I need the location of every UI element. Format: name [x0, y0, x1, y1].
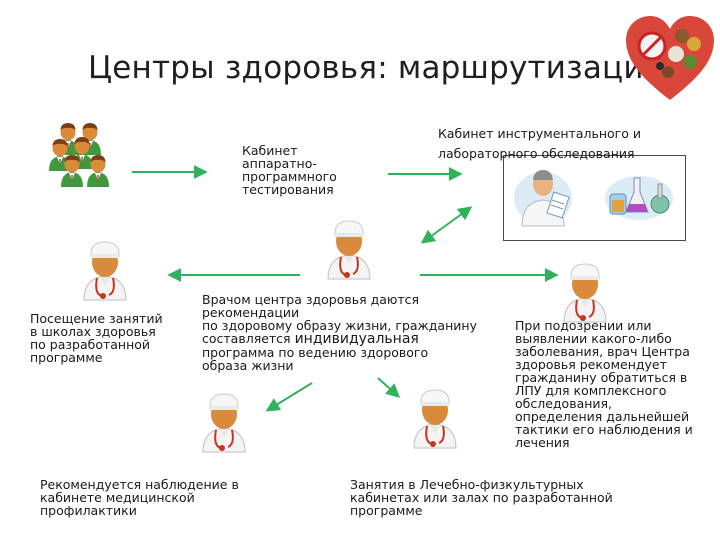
cabinet-testing-label: Кабинет аппаратно- программного тестиров…: [242, 143, 337, 197]
slide-title: Центры здоровья: маршрутизация: [88, 50, 663, 86]
lab-doctor-icon: [514, 170, 572, 227]
lab-flasks-icon: [605, 176, 673, 220]
lfk-label: Занятия в Лечебно-физкультурных кабинета…: [350, 477, 613, 518]
suspicion-label: При подозрении или выявлении какого-либо…: [515, 318, 693, 450]
lab-cabinet-box: [503, 155, 686, 241]
arrow-to-lfk: [377, 377, 401, 398]
prevention-label: Рекомендуется наблюдение в кабинете меди…: [40, 477, 239, 518]
arrow-lab-center: [420, 206, 473, 244]
school-visits-label: Посещение занятий в школах здоровья по р…: [30, 311, 163, 365]
cabinet-lab-label: Кабинет инструментального и лабораторног…: [438, 126, 641, 161]
heart-food-icon: [626, 16, 714, 100]
doctor-center-label: Врачом центра здоровья даются рекомендац…: [202, 292, 477, 373]
arrow-to-prevention: [265, 382, 313, 412]
